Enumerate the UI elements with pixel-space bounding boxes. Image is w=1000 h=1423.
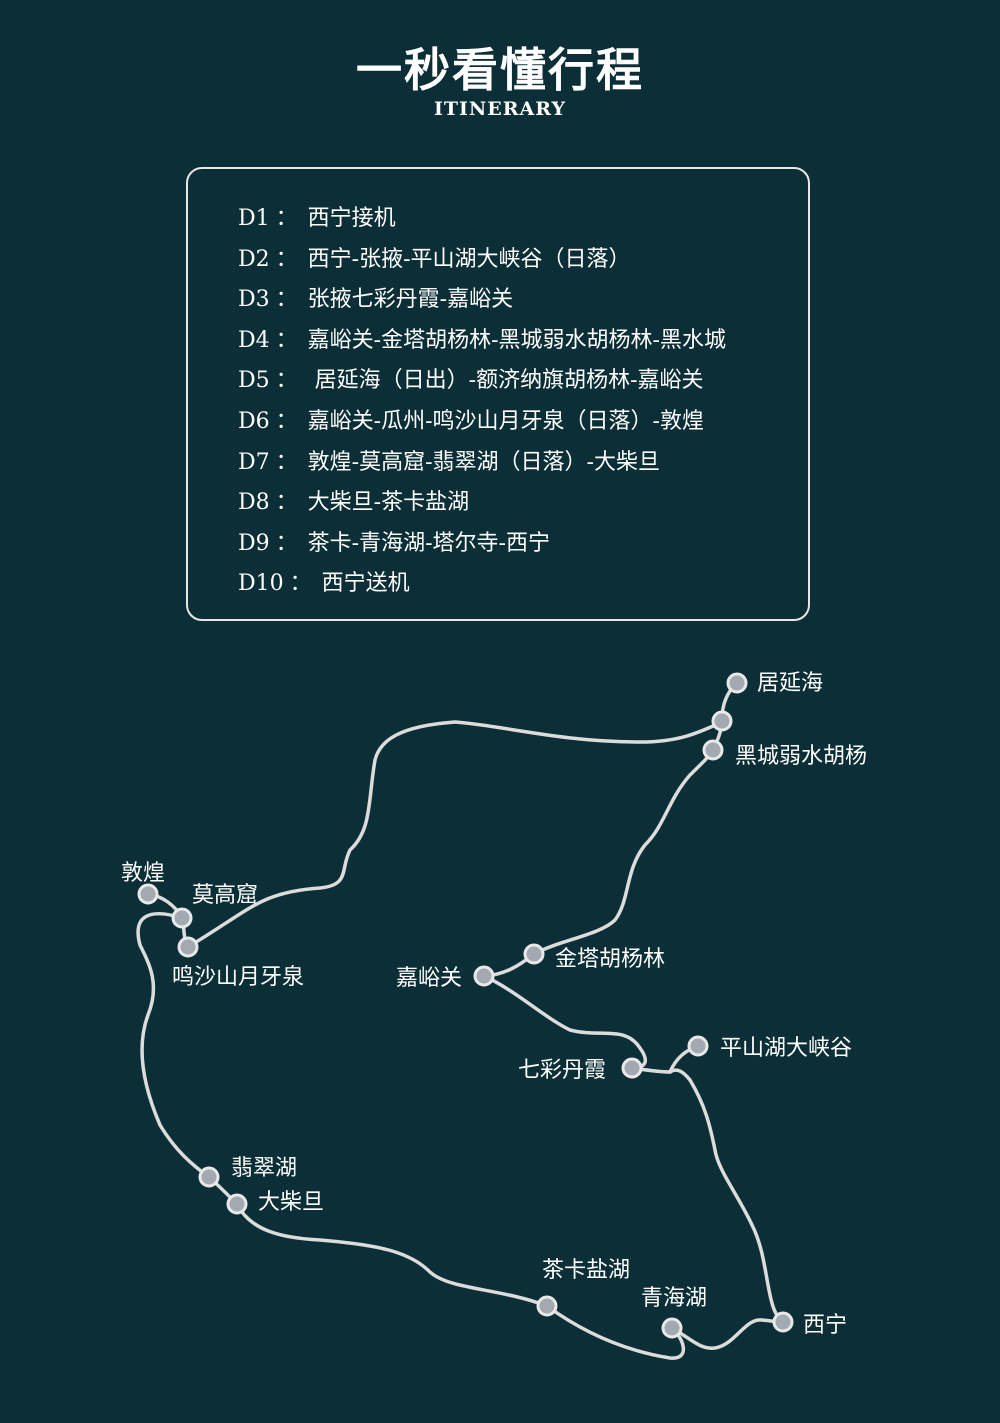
day-separator: ： <box>275 287 298 313</box>
day-route: 张掖七彩丹霞-嘉峪关 <box>307 287 514 313</box>
label-mingshashan: 鸣沙山月牙泉 <box>172 965 304 990</box>
day-route: 敦煌-莫高窟-翡翠湖（日落）-大柴旦 <box>307 449 660 475</box>
itinerary-item: D1： 西宁接机 <box>238 199 726 240</box>
day-label: D1 <box>238 206 270 231</box>
itinerary-item: D6： 嘉峪关-瓜州-鸣沙山月牙泉（日落）-敦煌 <box>238 402 726 443</box>
node-jinta <box>523 943 545 965</box>
itinerary-item: D7： 敦煌-莫高窟-翡翠湖（日落）-大柴旦 <box>238 443 726 484</box>
day-label: D8 <box>238 490 270 516</box>
node-pingshanhu <box>687 1035 709 1057</box>
day-route: 嘉峪关-瓜州-鸣沙山月牙泉（日落）-敦煌 <box>307 408 704 434</box>
day-label: D9 <box>238 530 270 556</box>
node-chaka <box>536 1295 558 1317</box>
day-route: 大柴旦-茶卡盐湖 <box>307 490 470 516</box>
node-qicai <box>621 1057 643 1079</box>
route-segment <box>668 1068 785 1324</box>
day-separator: ： <box>275 246 298 272</box>
day-route: 居延海（日出）-额济纳旗胡杨林-嘉峪关 <box>307 368 704 394</box>
node-juyanhai-link <box>711 710 733 732</box>
day-label: D6 <box>238 408 270 434</box>
day-label: D4 <box>238 327 270 353</box>
route-segment <box>136 912 211 1179</box>
day-separator: ： <box>275 327 298 353</box>
label-feicuihu: 翡翠湖 <box>231 1156 297 1181</box>
node-heicheng <box>702 739 724 761</box>
page-subtitle: ITINERARY <box>433 98 567 120</box>
itinerary-list: D1：西宁接机 D2：西宁-张掖-平山湖大峡谷（日落） D3：张掖七彩丹霞-嘉峪… <box>238 199 726 605</box>
label-jiayuguan: 嘉峪关 <box>396 966 462 991</box>
node-qinghaihu <box>661 1317 683 1339</box>
route-segment <box>545 1304 686 1360</box>
day-separator: ： <box>275 490 298 516</box>
itinerary-item: D3： 张掖七彩丹霞-嘉峪关 <box>238 280 726 321</box>
day-label: D5 <box>238 368 270 394</box>
label-qicai: 七彩丹霞 <box>518 1058 606 1083</box>
day-separator: ： <box>275 449 298 475</box>
node-mingshashan <box>177 936 199 958</box>
day-separator: ： <box>275 368 298 394</box>
itinerary-item: D9： 茶卡-青海湖-塔尔寺-西宁 <box>238 524 726 565</box>
node-juyanhai <box>726 672 748 694</box>
day-route: 嘉峪关-金塔胡杨林-黑城弱水胡杨林-黑水城 <box>307 327 726 353</box>
label-dunhuang: 敦煌 <box>121 861 165 886</box>
itinerary-item: D5： 居延海（日出）-额济纳旗胡杨林-嘉峪关 <box>238 361 726 402</box>
page-title: 一秒看懂行程 <box>356 43 644 97</box>
route-segment <box>482 974 648 1070</box>
day-separator: ： <box>275 408 298 434</box>
node-xining <box>772 1311 794 1333</box>
label-mogaoku: 莫高窟 <box>192 883 258 908</box>
node-jiayuguan <box>473 965 495 987</box>
node-dunhuang <box>137 883 159 905</box>
route-segment <box>532 748 715 956</box>
day-label: D3 <box>238 287 270 313</box>
label-chaka: 茶卡盐湖 <box>542 1258 630 1283</box>
day-route: 西宁送机 <box>321 571 410 597</box>
day-route: 西宁接机 <box>307 206 396 231</box>
day-label: D10 <box>238 571 284 597</box>
itinerary-item: D2： 西宁-张掖-平山湖大峡谷（日落） <box>238 240 726 281</box>
day-route: 茶卡-青海湖-塔尔寺-西宁 <box>307 530 550 556</box>
day-route: 西宁-张掖-平山湖大峡谷（日落） <box>307 246 631 272</box>
day-separator: ： <box>275 530 298 556</box>
label-qinghaihu: 青海湖 <box>641 1286 707 1311</box>
label-juyanhai: 居延海 <box>757 671 823 696</box>
itinerary-item: D8： 大柴旦-茶卡盐湖 <box>238 483 726 524</box>
label-dachaidan: 大柴旦 <box>258 1190 324 1215</box>
route-map: 居延海 黑城弱水胡杨 敦煌 莫高窟 鸣沙山月牙泉 嘉峪关 金塔胡杨林 七彩丹霞 … <box>121 671 867 1360</box>
day-separator: ： <box>289 571 312 597</box>
label-xining: 西宁 <box>803 1313 847 1338</box>
node-mogaoku <box>171 907 193 929</box>
label-jinta: 金塔胡杨林 <box>555 947 665 972</box>
day-label: D7 <box>238 449 270 475</box>
route-segment <box>186 720 724 949</box>
itinerary-item: D4： 嘉峪关-金塔胡杨林-黑城弱水胡杨林-黑水城 <box>238 321 726 362</box>
day-separator: ： <box>275 206 298 231</box>
node-feicuihu <box>198 1166 220 1188</box>
label-pingshanhu: 平山湖大峡谷 <box>720 1036 852 1061</box>
label-heicheng: 黑城弱水胡杨 <box>735 744 867 769</box>
node-dachaidan <box>226 1193 248 1215</box>
route-segment <box>235 1202 549 1308</box>
itinerary-item: D10： 西宁送机 <box>238 564 726 605</box>
itinerary-box: D1：西宁接机 D2：西宁-张掖-平山湖大峡谷（日落） D3：张掖七彩丹霞-嘉峪… <box>186 167 810 621</box>
day-label: D2 <box>238 246 270 272</box>
route-segment <box>670 1318 785 1350</box>
